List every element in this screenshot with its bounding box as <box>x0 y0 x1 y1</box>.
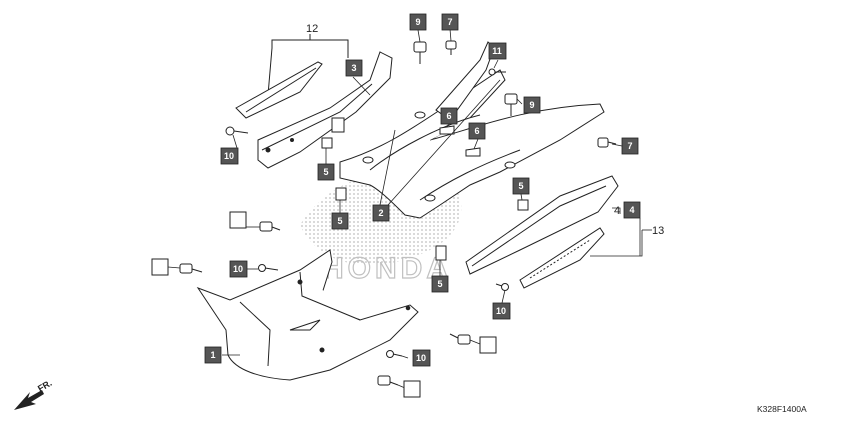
clip-5-c <box>517 199 529 211</box>
clips <box>321 125 529 261</box>
callout-6-a: 6 <box>440 107 458 125</box>
clip-5-a <box>321 137 333 149</box>
callout-3-text: 3 <box>351 63 356 73</box>
screw-7-top <box>445 40 457 55</box>
clip-6-a <box>439 125 455 135</box>
callout-5-b: 5 <box>331 212 349 230</box>
watermark-text: HONDA <box>322 252 452 285</box>
screw-10-right <box>495 283 509 291</box>
inner-side-cover-part <box>257 51 393 169</box>
callout-6-b: 6 <box>468 122 486 140</box>
callout-6-b-text: 6 <box>474 126 479 136</box>
blank-callout-top <box>229 211 247 229</box>
callout-5-a: 5 <box>317 163 335 181</box>
bolt-blank-top <box>259 221 281 232</box>
side-strip-part <box>235 61 323 119</box>
front-arrow: FR. <box>14 378 54 410</box>
group-label-4: 4 <box>614 205 620 217</box>
right-side-cover-part <box>465 175 619 275</box>
callout-9-mid: 9 <box>523 96 541 114</box>
fasteners <box>179 40 617 386</box>
bolt-blank-left <box>179 263 203 274</box>
callout-3: 3 <box>345 59 363 77</box>
screw-11 <box>488 68 506 76</box>
callout-10-left-text: 10 <box>224 151 234 161</box>
callout-10-right: 10 <box>492 302 511 320</box>
callout-9-top-text: 9 <box>415 17 420 27</box>
front-label: FR. <box>36 378 54 394</box>
callout-5-a-text: 5 <box>323 167 328 177</box>
right-side-trim-part <box>519 227 605 289</box>
screw-10-left <box>225 126 249 136</box>
leader-lines <box>167 28 652 389</box>
callout-7-right: 7 <box>621 137 639 155</box>
callout-4: 4 <box>623 201 641 219</box>
reference-code: K328F1400A <box>757 404 807 414</box>
callout-6-a-text: 6 <box>446 111 451 121</box>
blank-callout-left <box>151 258 169 276</box>
clip-6-b <box>465 147 481 157</box>
callout-5-d-text: 5 <box>437 279 442 289</box>
callout-5-c-text: 5 <box>518 181 523 191</box>
callout-7-right-text: 7 <box>627 141 632 151</box>
clip-5-b <box>335 187 347 201</box>
callout-2-text: 2 <box>378 208 383 218</box>
callout-7-top: 7 <box>441 13 459 31</box>
screw-10-mid <box>258 264 279 272</box>
callout-9-top: 9 <box>409 13 427 31</box>
callout-10-mid: 10 <box>229 260 248 278</box>
bolt-9-top <box>413 41 427 64</box>
blank-callouts <box>151 211 497 398</box>
callout-10-right-text: 10 <box>496 306 506 316</box>
callout-10-mid-text: 10 <box>233 264 243 274</box>
under-cover-part <box>196 249 419 381</box>
group-bracket-12 <box>267 34 349 96</box>
bolt-9-mid <box>504 93 518 116</box>
screw-10-bottom <box>386 350 403 358</box>
callout-10-bottom: 10 <box>412 349 431 367</box>
group-label-12: 12 <box>306 23 318 35</box>
callout-5-d: 5 <box>431 275 449 293</box>
bolt-blank-bottom <box>377 375 399 386</box>
callout-1: 1 <box>204 346 222 364</box>
callout-4-text: 4 <box>629 205 634 215</box>
callout-11: 11 <box>488 42 507 60</box>
clip-5-d <box>435 245 447 261</box>
callout-10-bottom-text: 10 <box>416 353 426 363</box>
callout-1-text: 1 <box>210 350 215 360</box>
bolt-blank-right <box>449 333 471 345</box>
callout-7-top-text: 7 <box>447 17 452 27</box>
callout-5-b-text: 5 <box>337 216 342 226</box>
callout-5-c: 5 <box>512 177 530 195</box>
callout-10-left: 10 <box>220 147 239 165</box>
group-label-13: 13 <box>652 225 664 237</box>
blank-callout-bottom <box>403 380 421 398</box>
callout-9-mid-text: 9 <box>529 100 534 110</box>
blank-callout-right <box>479 336 497 354</box>
screw-7-right <box>597 137 617 148</box>
callout-2: 2 <box>372 204 390 222</box>
callout-11-text: 11 <box>492 46 502 56</box>
